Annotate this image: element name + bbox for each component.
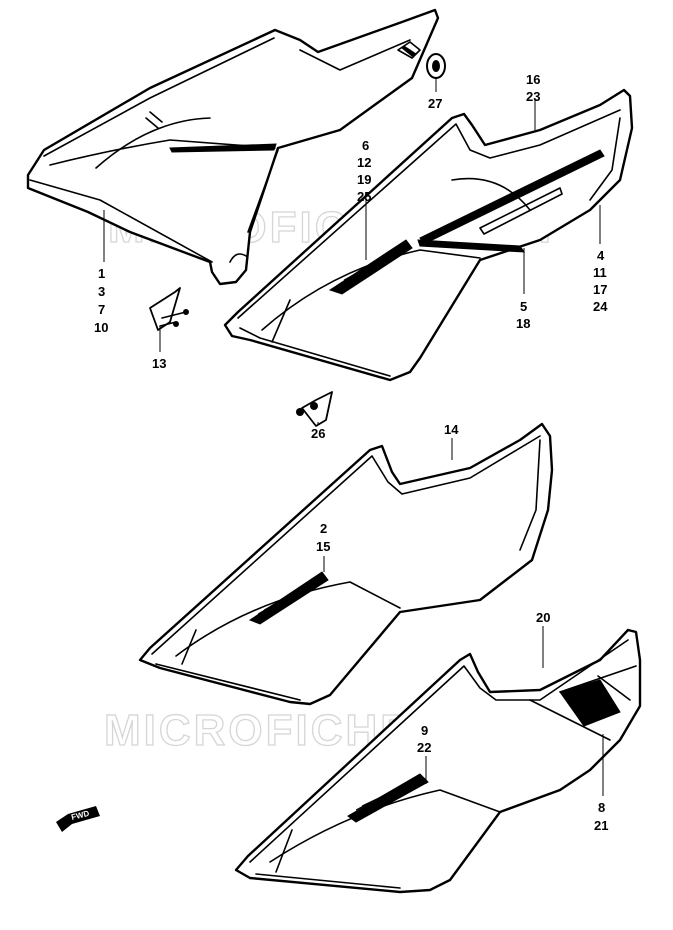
- callout-2-15: 2 15: [316, 521, 330, 554]
- callout-label: 24: [593, 299, 608, 314]
- bracket-part-13: [149, 287, 189, 331]
- callout-6-12-19-25: 6 12 19 25: [357, 138, 371, 204]
- callout-label: 11: [593, 265, 607, 280]
- fwd-label: FWD: [70, 809, 90, 822]
- callout-label: 6: [362, 138, 369, 153]
- callout-4-11-17-24: 4 11 17 24: [593, 248, 608, 314]
- callout-13: 13: [152, 356, 166, 371]
- fwd-arrow-icon: FWD: [56, 806, 100, 832]
- callout-20: 20: [536, 610, 550, 625]
- grommet-part-27: [426, 53, 446, 79]
- callout-label: 4: [597, 248, 605, 263]
- callout-label: 12: [357, 155, 371, 170]
- callout-label: 18: [516, 316, 530, 331]
- side-cover-part-14: [138, 422, 554, 706]
- side-cover-part-20: [234, 628, 642, 894]
- clip-icon-top: [397, 41, 421, 59]
- callout-26: 26: [311, 426, 325, 441]
- callout-16-23: 16 23: [526, 72, 540, 104]
- callout-label: 7: [98, 302, 105, 317]
- callout-label: 3: [98, 284, 105, 299]
- callout-label: 19: [357, 172, 371, 187]
- side-cover-part-4: [223, 88, 634, 382]
- callout-label: 22: [417, 740, 431, 755]
- callout-label: 10: [94, 320, 108, 335]
- callout-label: 2: [320, 521, 327, 536]
- callout-label: 9: [421, 723, 428, 738]
- callout-27: 27: [428, 96, 442, 111]
- callout-label: 8: [598, 800, 605, 815]
- callout-label: 23: [526, 89, 540, 104]
- callout-label: 21: [594, 818, 608, 833]
- callout-1-3-7-10: 1 3 7 10: [94, 266, 108, 335]
- leader-lines: [103, 78, 604, 796]
- callout-label: 15: [316, 539, 330, 554]
- callout-label: 17: [593, 282, 607, 297]
- callout-5-18: 5 18: [516, 299, 530, 331]
- callout-8-21: 8 21: [594, 800, 608, 833]
- callout-label: 5: [520, 299, 527, 314]
- callout-14: 14: [444, 422, 459, 437]
- callout-label: 25: [357, 189, 371, 204]
- callout-label: 1: [98, 266, 105, 281]
- frame-cover-part-1: [26, 8, 440, 286]
- clip-part-26: [296, 391, 333, 427]
- callout-label: 16: [526, 72, 540, 87]
- callout-9-22: 9 22: [417, 723, 431, 755]
